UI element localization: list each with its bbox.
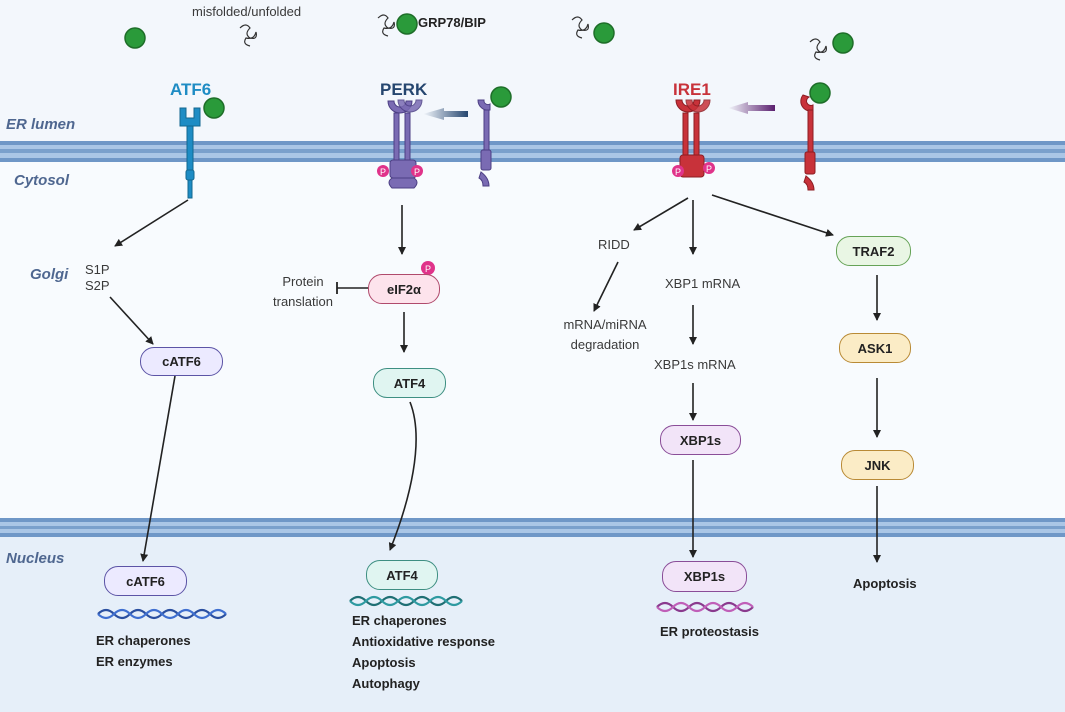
traf2-node: TRAF2 — [836, 236, 911, 266]
dna-helix-xbp1s — [656, 601, 754, 613]
atf6-receptor-icon — [179, 107, 201, 199]
ire1-phospho-right — [703, 162, 715, 174]
ridd-label: RIDD — [598, 237, 630, 252]
catf6-nucleus-node: cATF6 — [104, 566, 187, 596]
ire1-phospho-left — [672, 165, 684, 177]
cytosol-label: Cytosol — [14, 172, 70, 189]
degradation-label-2: degradation — [570, 337, 640, 352]
arrow-ridd-to-degradation — [593, 261, 619, 312]
ire1-p-left: P — [675, 167, 681, 177]
perk-output-chaperones: ER chaperones — [352, 613, 447, 628]
perk-label: PERK — [380, 80, 428, 99]
degradation-label-1: mRNA/miRNA — [563, 317, 647, 332]
er-membrane — [0, 141, 1065, 162]
misfolded-protein-icons — [239, 14, 827, 61]
catf6-node: cATF6 — [140, 347, 223, 376]
dna-helix-atf6 — [97, 608, 227, 620]
eif2a-p: P — [425, 264, 431, 274]
misfolded-label: misfolded/unfolded — [192, 4, 302, 19]
ire1-monomer-icon — [800, 94, 816, 191]
ask1-node: ASK1 — [839, 333, 911, 363]
s1p-label: S1P — [85, 262, 110, 277]
atf6-output-enzymes: ER enzymes — [96, 654, 173, 669]
perk-output-apoptosis: Apoptosis — [352, 655, 416, 670]
perk-receptor-icon — [387, 99, 423, 189]
perk-output-autophagy: Autophagy — [352, 676, 420, 691]
apoptosis-output: Apoptosis — [853, 576, 917, 591]
eif2a-node: eIF2α — [368, 274, 440, 304]
translation-label: translation — [273, 294, 333, 309]
jnk-node: JNK — [841, 450, 914, 480]
xbp1s-nucleus-node: XBP1s — [662, 561, 747, 592]
arrow-s2p-to-catf6 — [109, 296, 154, 345]
arrow-atf4-to-nucleus — [388, 401, 417, 551]
er-lumen-area — [0, 0, 1065, 145]
golgi-label: Golgi — [30, 266, 69, 283]
perk-monomer-icon — [477, 99, 492, 187]
dna-helix-atf4 — [349, 595, 463, 607]
perk-output-antioxidative: Antioxidative response — [352, 634, 496, 649]
xbp1-mrna-label: XBP1 mRNA — [665, 276, 741, 291]
nuclear-membrane — [0, 518, 1065, 537]
atf6-output-chaperones: ER chaperones — [96, 633, 191, 648]
perk-phospho-left — [377, 165, 389, 177]
grp78-chaperone-icons — [124, 13, 854, 119]
perk-p-left: P — [380, 167, 386, 177]
arrow-ire1-to-ridd — [633, 197, 689, 231]
perk-activation-arrow — [423, 108, 468, 120]
arrow-catf6-to-nucleus — [140, 375, 176, 562]
nucleus-label: Nucleus — [6, 550, 65, 567]
s2p-label: S2P — [85, 278, 110, 293]
er-lumen-label: ER lumen — [6, 116, 76, 133]
ire1-activation-arrow — [728, 102, 775, 114]
eif2a-phospho — [421, 261, 435, 275]
grp78-label: GRP78/BIP — [418, 15, 486, 30]
arrow-atf6-to-golgi — [114, 199, 189, 247]
perk-phospho-right — [411, 165, 423, 177]
ire1-label: IRE1 — [673, 80, 711, 99]
xbp1s-mrna-label: XBP1s mRNA — [654, 357, 736, 372]
ire1-output-proteostasis: ER proteostasis — [660, 624, 759, 639]
nucleus-area — [0, 535, 1065, 712]
xbp1s-node: XBP1s — [660, 425, 741, 455]
atf4-node: ATF4 — [373, 368, 446, 398]
atf6-label: ATF6 — [170, 80, 212, 99]
protein-label: Protein — [282, 274, 324, 289]
ire1-p-right: P — [706, 164, 712, 174]
perk-p-right: P — [414, 167, 420, 177]
arrow-ire1-to-traf2 — [711, 194, 834, 237]
atf4-nucleus-node: ATF4 — [366, 560, 438, 590]
